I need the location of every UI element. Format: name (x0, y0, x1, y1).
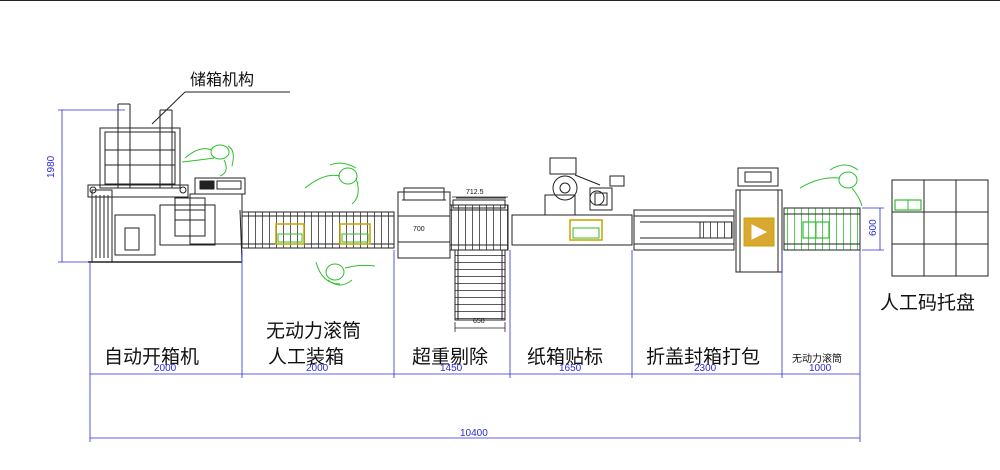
roller1-label-line1: 无动力滚筒 (266, 320, 362, 342)
operator-figure-1 (181, 144, 234, 177)
segment-dimension-line (90, 373, 860, 439)
dim-roller: 2000 (306, 363, 329, 374)
reject-label: 超重剔除 (412, 346, 489, 368)
dim-scale-top: 712.5 (466, 189, 484, 196)
overweight-reject-unit (397, 187, 509, 332)
dim-sealing: 2300 (694, 363, 717, 374)
labeling-unit (511, 157, 633, 246)
roller2-label: 无动力滚筒 (792, 354, 842, 365)
dim-erector: 2000 (154, 363, 177, 374)
pallet-grid (891, 179, 989, 277)
dim-scale-width: 700 (413, 226, 425, 233)
height-dimension-value: 1980 (46, 155, 57, 178)
operator-figure-4 (799, 164, 863, 207)
storage-leader (151, 91, 290, 125)
top-border (0, 0, 1000, 1)
sealing-label: 折盖封箱打包 (646, 346, 761, 368)
case-erector-machine (87, 103, 246, 263)
storage-label: 储箱机构 (190, 70, 255, 89)
roller1-label-line2: 人工装箱 (268, 346, 345, 368)
dim-total: 10400 (460, 428, 488, 439)
dim-end-width: 600 (868, 219, 879, 236)
palletizing-label: 人工码托盘 (880, 292, 976, 314)
segment-separators (89, 250, 861, 442)
roller-conveyor-2 (783, 207, 861, 251)
end-width-dimension (862, 207, 884, 251)
erector-label: 自动开箱机 (104, 346, 200, 368)
dim-reject: 1450 (440, 363, 463, 374)
sealing-strapping-unit (633, 167, 783, 273)
dim-roller2: 1000 (809, 363, 832, 374)
dim-labeling: 1650 (559, 363, 582, 374)
operator-figure-2 (304, 162, 359, 205)
labeling-label: 纸箱贴标 (527, 346, 604, 368)
operator-figure-3 (315, 261, 376, 286)
height-dimension (58, 109, 125, 263)
dim-reject-conveyor: 650 (473, 318, 485, 325)
roller-conveyor-1 (241, 211, 395, 249)
